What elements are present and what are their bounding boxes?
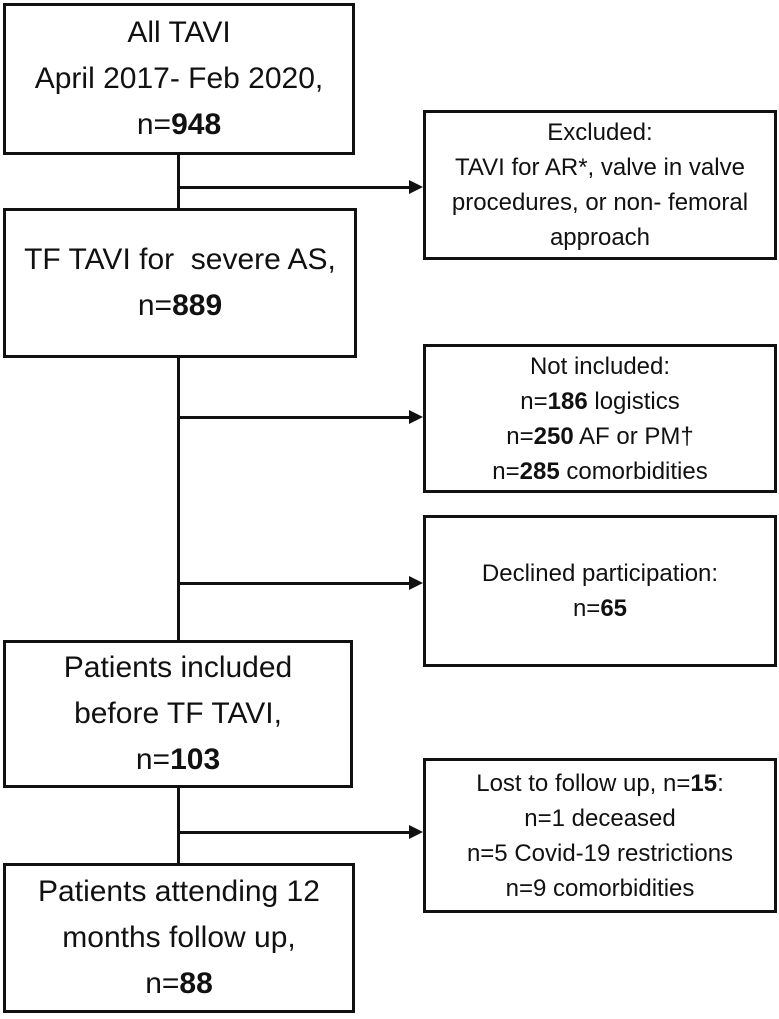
box-all-tavi-n-line: n=948 bbox=[137, 102, 221, 148]
box-patients-included: Patients included before TF TAVI, n=103 bbox=[3, 640, 353, 788]
n-value: 250 bbox=[533, 422, 574, 450]
connector-vertical-1 bbox=[177, 155, 180, 208]
connector-vertical-2 bbox=[177, 358, 180, 640]
arrow-icon-excluded bbox=[409, 180, 423, 194]
box-not-included-item-3: n=285 comorbidities bbox=[492, 454, 707, 489]
box-patients-included-line-1: Patients included bbox=[63, 651, 293, 684]
n-prefix: n= bbox=[145, 967, 180, 1000]
n-value: 285 bbox=[519, 457, 560, 485]
n-value: 889 bbox=[172, 289, 223, 322]
box-excluded-line-4: approach bbox=[549, 224, 651, 251]
n-value: 15 bbox=[690, 769, 718, 797]
box-tf-tavi-n-line: n=889 bbox=[138, 283, 222, 329]
n-prefix: n= bbox=[137, 289, 173, 322]
connector-branch-excluded bbox=[177, 186, 410, 189]
n-prefix: n= bbox=[135, 743, 171, 776]
n-value: 65 bbox=[600, 595, 628, 622]
connector-branch-lost bbox=[177, 831, 410, 834]
box-all-tavi: All TAVI April 2017- Feb 2020, n=948 bbox=[3, 3, 355, 155]
n-prefix: n= bbox=[572, 595, 601, 622]
n-value: 103 bbox=[170, 743, 221, 776]
n-prefix: n= bbox=[520, 387, 548, 415]
box-lost-item-1: n=1 deceased bbox=[524, 804, 676, 832]
box-all-tavi-line-2: April 2017- Feb 2020, bbox=[34, 62, 324, 95]
n-value: 948 bbox=[171, 108, 222, 141]
box-patients-attending-n-line: n=88 bbox=[145, 961, 213, 1007]
box-excluded-line-2: TAVI for AR*, valve in valve bbox=[455, 154, 745, 181]
box-patients-attending-line-2: months follow up, bbox=[62, 921, 296, 954]
box-declined-title: Declined participation: bbox=[481, 560, 719, 587]
box-patients-included-n-line: n=103 bbox=[136, 737, 220, 783]
n-prefix: n= bbox=[506, 422, 534, 450]
arrow-icon-not-included bbox=[409, 410, 423, 424]
box-not-included-title: Not included: bbox=[529, 352, 671, 380]
box-not-included: Not included: n=186 logistics n=250 AF o… bbox=[423, 344, 777, 493]
title-prefix: Lost to follow up, n= bbox=[476, 769, 691, 797]
box-lost-follow-up: Lost to follow up, n=15: n=1 deceased n=… bbox=[423, 758, 777, 913]
connector-vertical-3 bbox=[177, 788, 180, 863]
box-tf-tavi: TF TAVI for severe AS, n=889 bbox=[3, 208, 357, 358]
item-suffix: comorbidities bbox=[559, 457, 708, 485]
item-suffix: AF or PM† bbox=[573, 422, 694, 450]
box-excluded-line-1: Excluded: bbox=[547, 119, 653, 146]
box-declined-n-line: n=65 bbox=[573, 591, 627, 626]
arrow-icon-declined bbox=[409, 576, 423, 590]
connector-branch-declined bbox=[177, 582, 410, 585]
box-lost-title: Lost to follow up, n=15: bbox=[476, 766, 724, 801]
n-prefix: n= bbox=[492, 457, 520, 485]
box-all-tavi-line-1: All TAVI bbox=[127, 16, 231, 49]
n-prefix: n= bbox=[136, 108, 172, 141]
connector-branch-not-included bbox=[177, 416, 410, 419]
item-suffix: logistics bbox=[587, 387, 680, 415]
box-not-included-item-1: n=186 logistics bbox=[520, 384, 679, 419]
n-value: 186 bbox=[547, 387, 588, 415]
box-declined: Declined participation: n=65 bbox=[423, 515, 777, 667]
n-value: 88 bbox=[179, 967, 213, 1000]
box-tf-tavi-line-1: TF TAVI for severe AS, bbox=[24, 243, 336, 276]
arrow-icon-lost bbox=[409, 825, 423, 839]
box-excluded-line-3: procedures, or non- femoral bbox=[451, 189, 749, 216]
box-excluded: Excluded: TAVI for AR*, valve in valve p… bbox=[423, 110, 777, 260]
box-patients-attending: Patients attending 12 months follow up, … bbox=[3, 863, 355, 1013]
box-lost-item-2: n=5 Covid-19 restrictions bbox=[466, 839, 734, 867]
box-patients-included-line-2: before TF TAVI, bbox=[74, 697, 282, 730]
box-lost-item-3: n=9 comorbidities bbox=[505, 874, 695, 902]
box-not-included-item-2: n=250 AF or PM† bbox=[506, 419, 693, 454]
title-suffix: : bbox=[717, 769, 724, 797]
box-patients-attending-line-1: Patients attending 12 bbox=[38, 875, 320, 908]
